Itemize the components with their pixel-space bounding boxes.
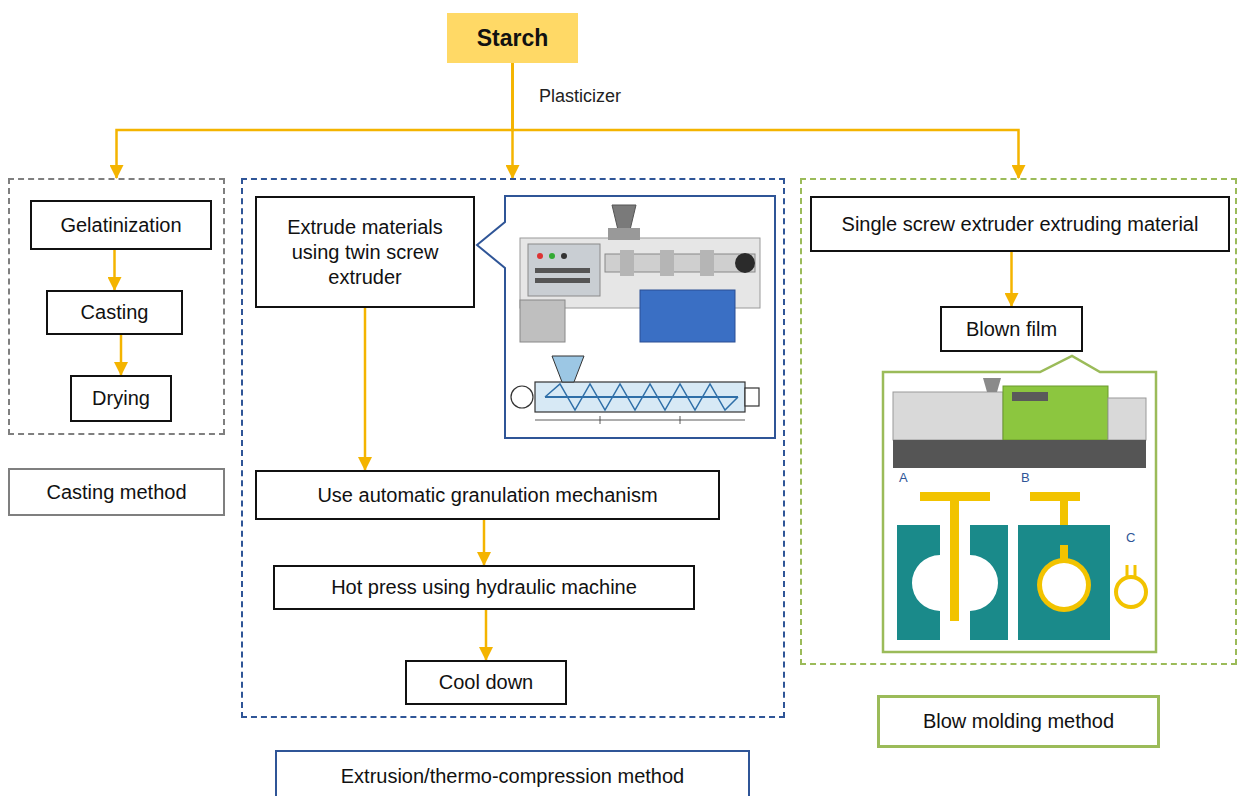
step-label: Cool down [439, 670, 534, 695]
process-box: Blown film [940, 306, 1083, 352]
step-letter: A [897, 470, 910, 485]
process-box: Casting [46, 290, 183, 335]
start-label: Starch [477, 24, 549, 53]
picture-frame [477, 196, 775, 438]
process-box: Single screw extruder extruding material [810, 196, 1230, 252]
method-name: Casting method [46, 480, 186, 505]
flow-arrow [485, 610, 488, 660]
step-letter: B [1019, 470, 1032, 485]
process-box: Hot press using hydraulic machine [273, 565, 695, 610]
start-box: Starch [447, 13, 578, 63]
flow-arrow [117, 63, 513, 178]
flow-arrow [113, 250, 116, 290]
twin-screw-extruder-picture [511, 205, 760, 424]
flow-arrow [483, 520, 486, 565]
process-label: Plasticizer [537, 86, 623, 107]
method-name: Blow molding method [923, 709, 1114, 734]
process-box: Extrude materials using twin screw extru… [255, 196, 475, 308]
process-box: Gelatinization [30, 200, 212, 250]
flow-arrow [364, 308, 367, 470]
picture-frame [883, 356, 1156, 652]
method-caption: Extrusion/thermo-compression method [275, 750, 750, 796]
process-box: Use automatic granulation mechanism [255, 470, 720, 520]
flow-arrow [1010, 252, 1013, 306]
step-label: Gelatinization [60, 213, 181, 238]
step-label: Casting [81, 300, 149, 325]
step-label: Hot press using hydraulic machine [331, 575, 637, 600]
flow-arrow [513, 63, 1019, 178]
process-box: Cool down [405, 660, 567, 705]
step-label: Blown film [966, 317, 1057, 342]
method-caption: Blow molding method [877, 695, 1160, 748]
step-letter: C [1124, 530, 1137, 545]
flow-arrow [120, 335, 123, 375]
step-label: Extrude materials using twin screw extru… [267, 215, 463, 290]
blow-molding-picture [893, 378, 1146, 640]
step-label: Single screw extruder extruding material [842, 212, 1199, 237]
process-box: Drying [70, 375, 172, 422]
method-name: Extrusion/thermo-compression method [341, 764, 684, 789]
step-label: Drying [92, 386, 150, 411]
method-group: Casting methodGelatinizationCastingDryin… [8, 178, 225, 435]
method-group: Extrusion/thermo-compression methodExtru… [241, 178, 785, 718]
method-caption: Casting method [8, 468, 225, 516]
method-group: Blow molding methodSingle screw extruder… [800, 178, 1237, 665]
step-label: Use automatic granulation mechanism [317, 483, 657, 508]
